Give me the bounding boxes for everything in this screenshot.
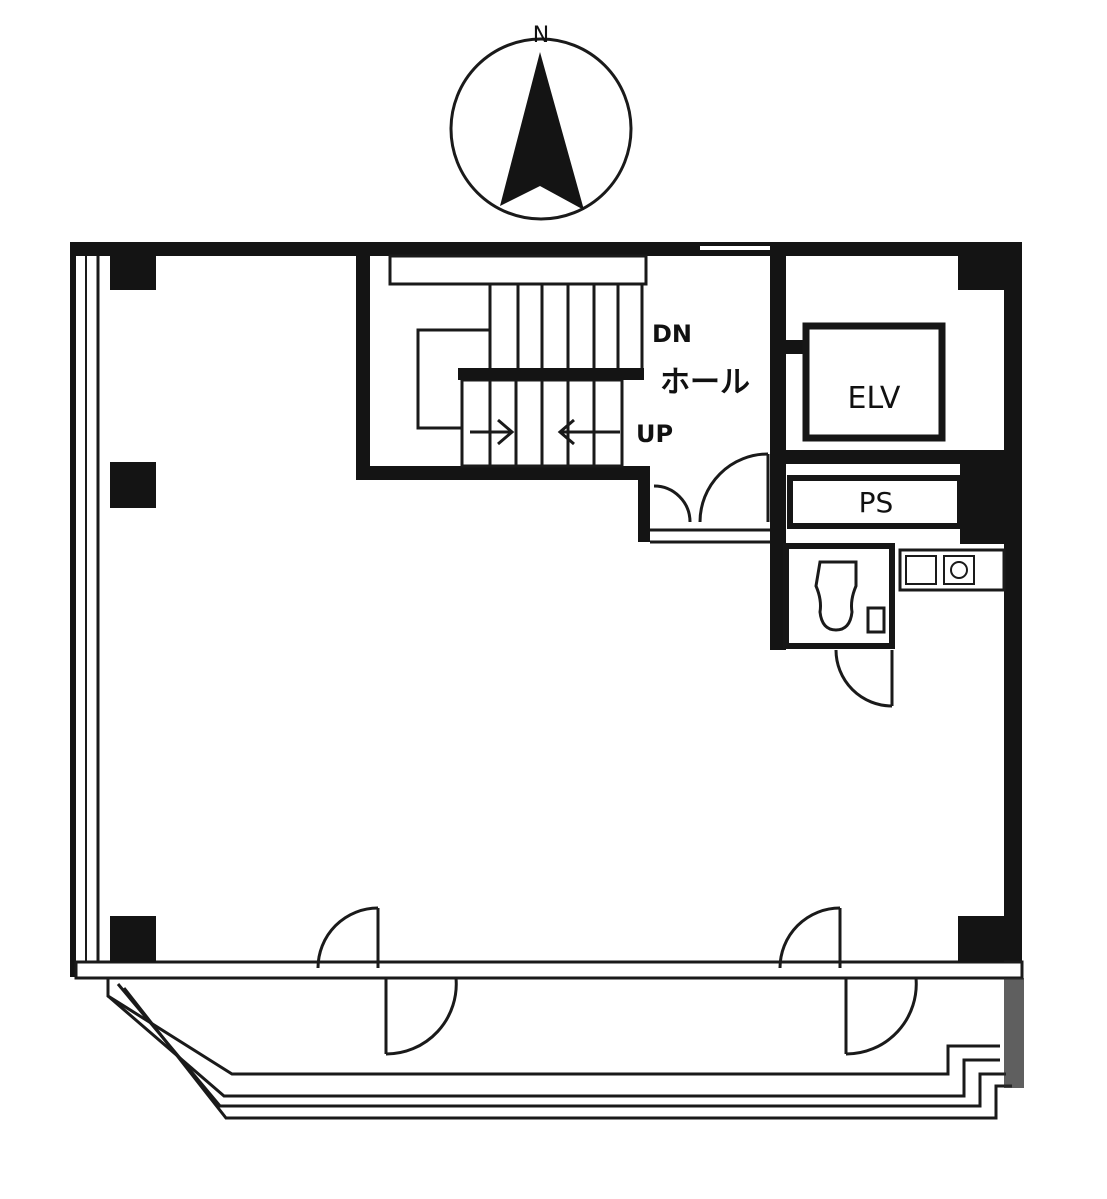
toilet-room — [770, 543, 895, 708]
pipe-space: PS — [787, 464, 1004, 544]
column-top-left — [110, 256, 156, 290]
column-top-right — [958, 256, 1004, 290]
north-compass: N — [449, 23, 633, 221]
stair-core: DN UP ホール — [356, 246, 776, 544]
kitchenette — [898, 548, 1006, 592]
stairs-down-label: DN — [652, 320, 692, 348]
stair-treads — [416, 282, 644, 468]
column-mid-left — [110, 462, 156, 508]
stairs-up-label: UP — [636, 420, 673, 448]
elevator-label: ELV — [848, 381, 901, 416]
wall-top — [70, 242, 1022, 256]
pipe-space-label: PS — [859, 486, 894, 519]
elevator-shaft — [802, 322, 946, 442]
entrance-doors — [316, 906, 918, 1056]
stove-icon — [950, 561, 968, 579]
column-bottom-right — [958, 916, 1004, 962]
north-arrow-icon — [500, 52, 584, 210]
sink-icon — [866, 606, 886, 634]
wall-right — [1004, 242, 1022, 962]
columns — [110, 256, 1004, 962]
compass-north-label: N — [533, 23, 549, 48]
toilet-icon — [814, 560, 858, 632]
elevator-block: ELV — [770, 256, 1004, 546]
wall-left-outer — [70, 242, 76, 977]
balcony-outline — [106, 978, 1024, 1120]
right-pillar-texture — [1004, 978, 1024, 1088]
compass-circle — [449, 37, 633, 221]
column-bottom-left — [110, 916, 156, 962]
wall-bottom-sill — [74, 960, 1024, 980]
hall-label: ホール — [660, 365, 750, 400]
exterior-walls — [70, 242, 1024, 980]
